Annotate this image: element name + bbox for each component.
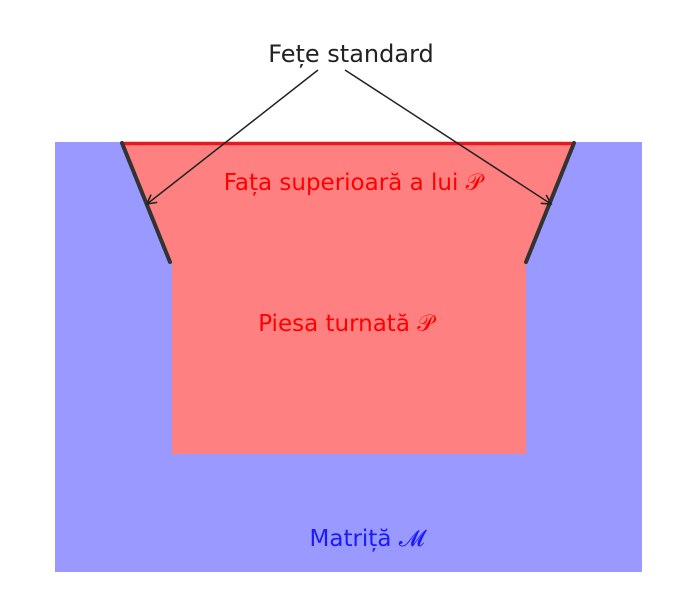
left-callout-arrow [145, 69, 319, 206]
casting-region [122, 143, 574, 454]
mold-label: Matriță 𝓜 [310, 526, 428, 552]
standard-faces-label: Fețe standard [268, 40, 434, 68]
right-callout-arrow [344, 69, 553, 205]
top-face-label: Fața superioară a lui 𝒫 [224, 170, 485, 196]
casting-label: Piesa turnată 𝒫 [258, 311, 436, 337]
